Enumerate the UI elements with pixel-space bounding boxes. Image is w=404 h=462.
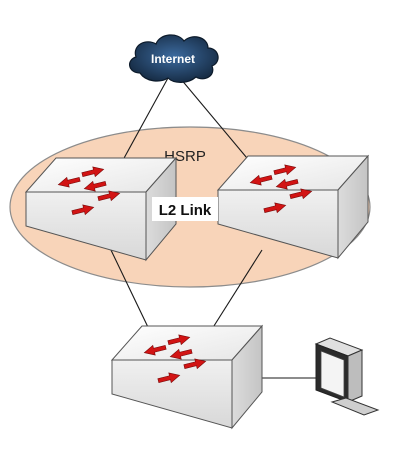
internet-label: Internet (151, 52, 195, 66)
internet-cloud-icon (129, 34, 219, 83)
l2-link-label-bg (152, 197, 218, 221)
switch-bottom-icon (110, 324, 264, 430)
l2-link-label: L2 Link (159, 202, 212, 219)
monitor-icon (314, 337, 380, 416)
